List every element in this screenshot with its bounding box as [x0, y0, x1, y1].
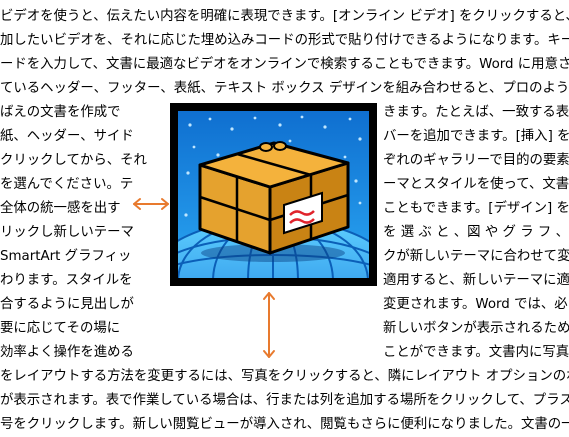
text-line-right: バーを追加できます。[挿入] を — [383, 129, 569, 144]
text-line-right: を 選 ぶ と 、図 や グ ラ フ 、 — [383, 225, 569, 240]
text-line: 号をクリックします。新しい閲覧ビューが導入され、閲覧もさらに便利になりました。文… — [0, 417, 569, 432]
text-line-right: ことができます。文書内に写真 — [383, 345, 569, 360]
text-line: ビデオを使うと、伝えたい内容を明確に表現できます。[オンライン ビデオ] をクリ… — [0, 9, 569, 24]
text-line-right: きます。たとえば、一致する表 — [383, 105, 569, 120]
text-line: 加したいビデオを、それに応じた埋め込みコードの形式で貼り付けできるようになります… — [0, 33, 569, 48]
text-line-right: ーマとスタイルを使って、文書 — [383, 177, 569, 192]
text-line-left: わります。スタイルを — [0, 273, 133, 288]
text-line-left: クリックしてから、それ — [0, 153, 147, 168]
text-line-left: 紙、ヘッダー、サイド — [0, 129, 134, 144]
text-line-left: 効率よく操作を進める — [0, 345, 134, 360]
package-clipart-image[interactable] — [170, 103, 377, 286]
text-line-right: ぞれのギャラリーで目的の要素 — [383, 153, 569, 168]
shipping-label — [283, 191, 323, 235]
text-line: をレイアウトする方法を変更するには、写真をクリックすると、隣にレイアウト オプシ… — [0, 369, 569, 384]
text-line-right: 変更されます。Word では、必 — [383, 297, 568, 312]
text-line-right: こともできます。[デザイン] をク — [383, 201, 569, 216]
text-line-left: を選んでください。テ — [0, 177, 134, 192]
text-line-right: 新しいボタンが表示されるため — [383, 321, 569, 336]
text-line-left: 全体の統一感を出す — [0, 201, 121, 216]
text-line: が表示されます。表で作業している場合は、行または列を追加する場所をクリックして、… — [0, 393, 569, 408]
spacing-arrow-vertical — [263, 292, 275, 358]
text-line-left: リックし新しいテーマ — [0, 225, 134, 240]
text-line: ードを入力して、文書に最適なビデオをオンラインで検索することもできます。Word… — [0, 57, 569, 72]
text-line-left: 合するように見出しが — [0, 297, 134, 312]
text-line-left: 要に応じてその場に — [0, 321, 121, 336]
text-line-right: クが新しいテーマに合わせて変 — [383, 249, 569, 264]
spacing-arrow-horizontal — [133, 198, 169, 210]
text-line-right: 適用すると、新しいテーマに適 — [383, 273, 569, 288]
text-line-left: SmartArt グラフィッ — [0, 249, 132, 264]
text-line-left: ばえの文書を作成で — [0, 105, 121, 120]
text-line: ているヘッダー、フッター、表紙、テキスト ボックス デザインを組み合わせると、プ… — [0, 81, 569, 96]
stars — [184, 115, 362, 217]
